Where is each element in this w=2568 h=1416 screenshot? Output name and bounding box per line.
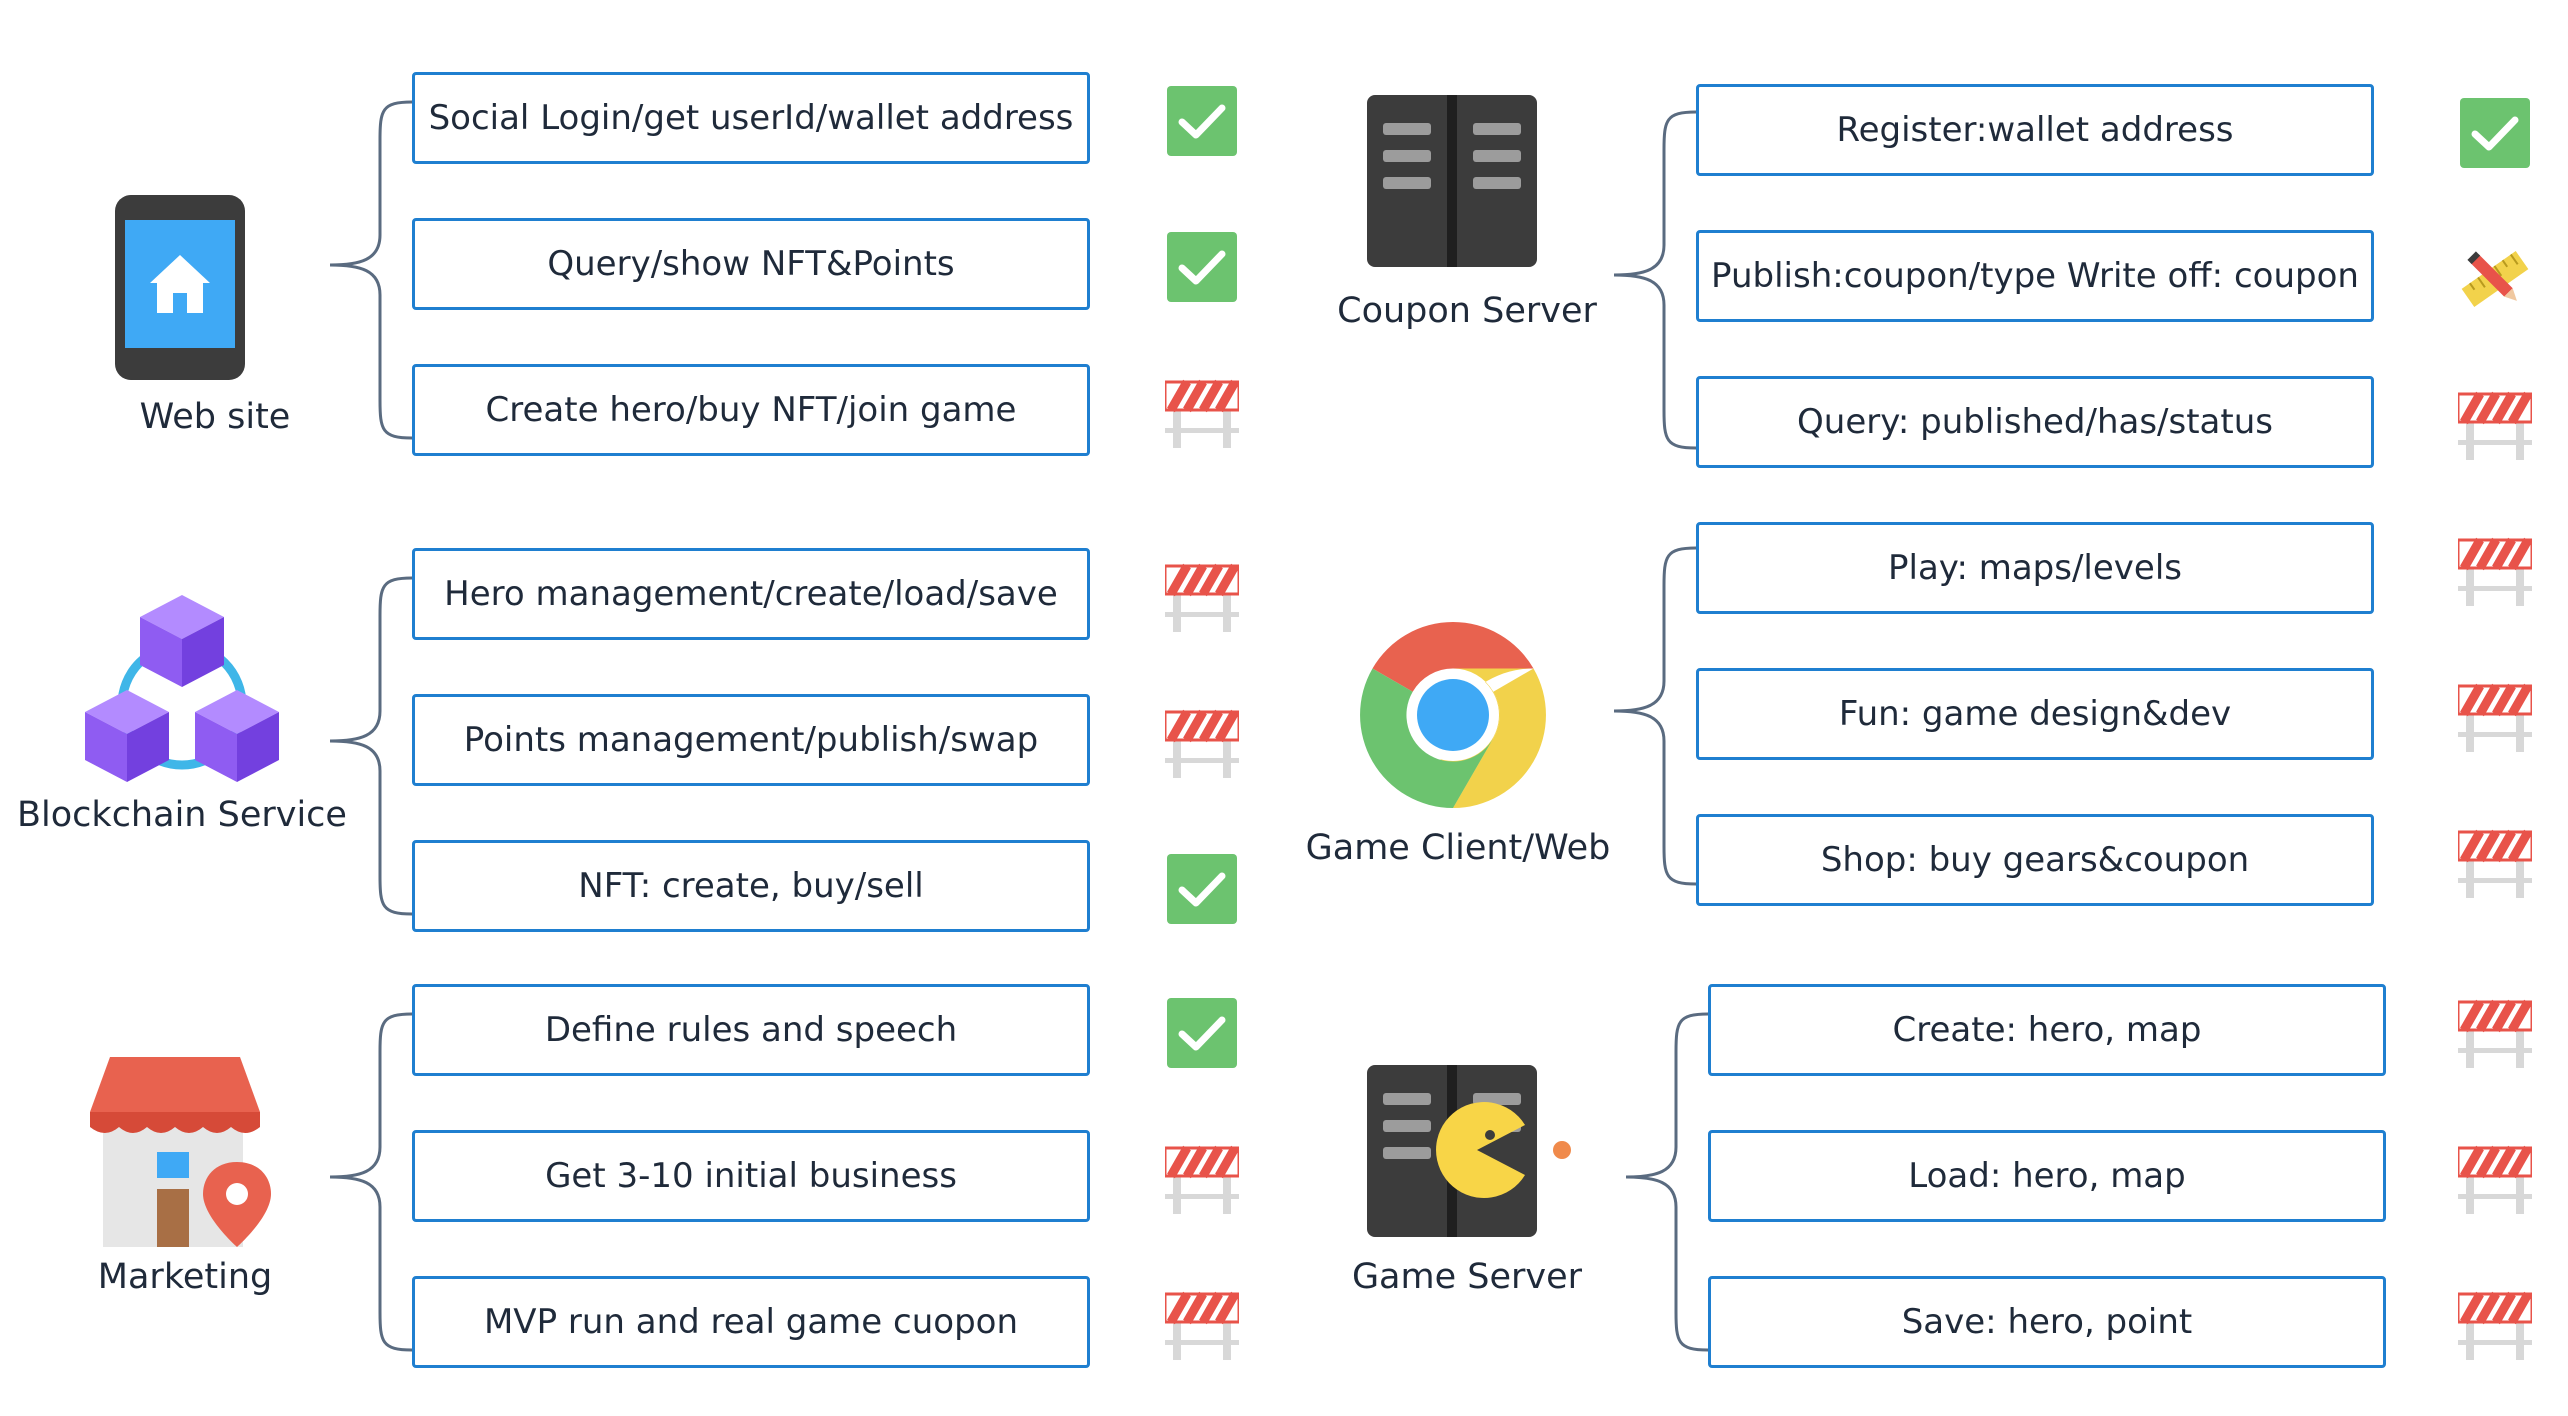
- game-server-icon: [1367, 1065, 1571, 1237]
- construction-barrier-icon: [2458, 388, 2532, 462]
- construction-barrier-icon: [2458, 996, 2532, 1070]
- task-box: Points management/publish/swap: [412, 694, 1090, 786]
- check-icon: [1165, 852, 1239, 926]
- task-box: NFT: create, buy/sell: [412, 840, 1090, 932]
- construction-barrier-icon: [1165, 376, 1239, 450]
- task-box: Get 3-10 initial business: [412, 1130, 1090, 1222]
- brace-blockchain: [329, 576, 413, 916]
- chrome-browser-icon: [1360, 622, 1546, 808]
- task-box: Register:wallet address: [1696, 84, 2374, 176]
- check-icon: [1165, 996, 1239, 1070]
- task-box: Create: hero, map: [1708, 984, 2386, 1076]
- check-icon: [1165, 230, 1239, 304]
- brace-web-site: [329, 100, 413, 440]
- web-site-node: Web site: [115, 195, 290, 445]
- construction-barrier-icon: [1165, 1142, 1239, 1216]
- coupon-server-node: Coupon Server: [1337, 95, 1597, 335]
- task-box: Load: hero, map: [1708, 1130, 2386, 1222]
- construction-barrier-icon: [1165, 1288, 1239, 1362]
- node-label: Game Client/Web: [1305, 828, 1611, 868]
- construction-barrier-icon: [2458, 826, 2532, 900]
- construction-barrier-icon: [2458, 534, 2532, 608]
- node-label: Marketing: [97, 1257, 273, 1297]
- node-label: Game Server: [1351, 1257, 1583, 1297]
- check-icon: [1165, 84, 1239, 158]
- brace-coupon-server: [1613, 110, 1697, 450]
- blockchain-cubes-icon: [85, 595, 279, 782]
- construction-barrier-icon: [2458, 1288, 2532, 1362]
- game-client-node: Game Client/Web: [1306, 620, 1610, 880]
- construction-barrier-icon: [1165, 706, 1239, 780]
- marketing-node: Marketing: [85, 1057, 285, 1317]
- task-box: Fun: game design&dev: [1696, 668, 2374, 760]
- brace-game-server: [1625, 1012, 1709, 1352]
- task-box: Query/show NFT&Points: [412, 218, 1090, 310]
- game-server-node: Game Server: [1352, 1065, 1587, 1325]
- task-box: Save: hero, point: [1708, 1276, 2386, 1368]
- task-box: Define rules and speech: [412, 984, 1090, 1076]
- phone-home-icon: [115, 195, 245, 380]
- node-label: Blockchain Service: [17, 795, 347, 835]
- construction-barrier-icon: [1165, 560, 1239, 634]
- construction-barrier-icon: [2458, 1142, 2532, 1216]
- task-box: Play: maps/levels: [1696, 522, 2374, 614]
- task-box: Publish:coupon/type Write off: coupon: [1696, 230, 2374, 322]
- brace-game-client: [1613, 546, 1697, 886]
- task-box: Query: published/has/status: [1696, 376, 2374, 468]
- task-box: MVP run and real game cuopon: [412, 1276, 1090, 1368]
- node-label: Coupon Server: [1337, 291, 1597, 331]
- task-box: Social Login/get userId/wallet address: [412, 72, 1090, 164]
- construction-barrier-icon: [2458, 680, 2532, 754]
- brace-marketing: [329, 1012, 413, 1352]
- task-box: Create hero/buy NFT/join game: [412, 364, 1090, 456]
- task-box: Hero management/create/load/save: [412, 548, 1090, 640]
- store-location-icon: [90, 1057, 271, 1247]
- task-box: Shop: buy gears&coupon: [1696, 814, 2374, 906]
- server-icon: [1367, 95, 1537, 267]
- blockchain-service-node: Blockchain Service: [17, 595, 347, 835]
- node-label: Web site: [139, 397, 291, 437]
- check-icon: [2458, 96, 2532, 170]
- pencil-ruler-icon: [2458, 242, 2532, 316]
